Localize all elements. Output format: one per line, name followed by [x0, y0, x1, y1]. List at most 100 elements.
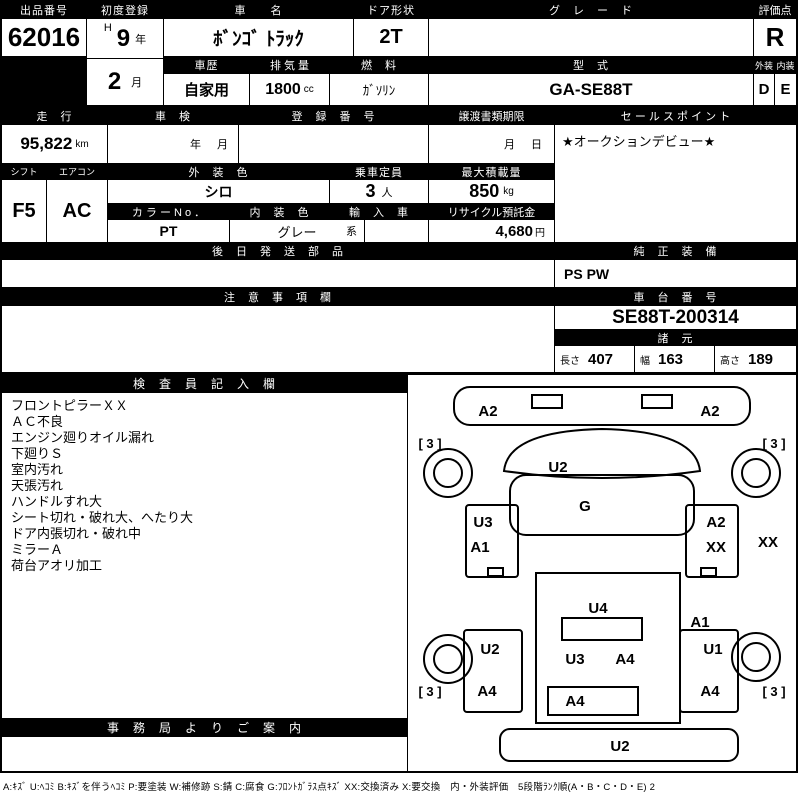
score-header: 評価点	[754, 2, 796, 18]
car-name-header: 車 名	[164, 2, 353, 18]
damage-marker: G	[579, 498, 591, 515]
interior-color-suffix: 系	[346, 226, 357, 238]
capacity-value-cell: 3 人	[330, 180, 428, 203]
shift-header: シフト	[2, 164, 46, 179]
score-value: R	[754, 19, 796, 56]
rear-left-rim	[433, 644, 463, 674]
registration-no-value	[239, 125, 428, 163]
width-label: 幅	[640, 355, 650, 367]
year-unit-label: 年	[135, 33, 147, 46]
damage-marker: A2	[478, 403, 497, 420]
first-reg-header: 初度登録	[87, 2, 163, 18]
model-code-header: 型 式	[429, 57, 753, 73]
height-value: 189	[748, 350, 774, 368]
left-door-handle	[487, 567, 504, 577]
right-side-panel	[679, 629, 739, 713]
caution-notes-value	[2, 306, 554, 372]
front-left-rim	[433, 458, 463, 488]
inspector-notes-value: フロントピラーＸＸ ＡＣ不良 エンジン廻りオイル漏れ 下廻りＳ 室内汚れ 天張汚…	[2, 393, 407, 718]
auction-no-value: 62016	[2, 19, 86, 56]
dimension-length-cell: 長さ 407	[555, 346, 634, 372]
door-shape-header: ドア形状	[354, 2, 428, 18]
fuel-header: 燃 料	[330, 57, 428, 73]
inspection-value-cell: 年 月	[108, 125, 238, 163]
genuine-equipment-header: 純 正 装 備	[555, 243, 796, 259]
damage-marker: U2	[548, 459, 567, 476]
auction-sheet-form: 出品番号 62016 初度登録 H 9 年 2 月 車 名 ﾎﾞﾝｺﾞ ﾄﾗｯｸ…	[0, 0, 798, 773]
damage-marker: U3	[473, 514, 492, 531]
front-right-wheel	[731, 448, 781, 498]
first-reg-month-value: 2	[107, 68, 122, 95]
length-value: 407	[588, 350, 614, 368]
right-door-handle	[700, 567, 717, 577]
front-detail-left	[531, 394, 563, 409]
import-header: 輸 入 車	[330, 204, 428, 219]
dimensions-header: 諸 元	[555, 330, 796, 345]
import-value	[365, 220, 428, 242]
damage-marker: [ 3 ]	[762, 436, 785, 451]
grade-value	[429, 19, 753, 56]
sales-point-value: ★オークションデビュー★	[555, 125, 796, 242]
transfer-deadline-value-cell: 月 日	[429, 125, 554, 163]
damage-marker: U4	[588, 600, 608, 617]
grade-header: グ レ ー ド	[429, 2, 753, 18]
history-value: 自家用	[164, 74, 249, 105]
history-header: 車歴	[164, 57, 249, 73]
rear-right-rim	[741, 642, 771, 672]
sales-point-header: セ ー ル ス ポ イ ン ト	[555, 108, 796, 124]
front-bumper	[453, 386, 751, 426]
later-parts-value	[2, 260, 554, 287]
exterior-score-value: D	[754, 74, 774, 105]
damage-marker: U3	[565, 651, 584, 668]
auction-no-header: 出品番号	[2, 2, 86, 18]
mileage-value-cell: 95,822 km	[2, 125, 107, 163]
dimension-height-cell: 高さ 189	[715, 346, 796, 372]
capacity-value: 3	[365, 181, 376, 201]
chassis-no-value: SE88T-200314	[555, 306, 796, 329]
bed-detail-top	[561, 617, 643, 641]
max-load-value-cell: 850 kg	[429, 180, 554, 203]
interior-score-value: E	[775, 74, 796, 105]
damage-marker: XX	[706, 539, 726, 556]
damage-marker: A4	[700, 683, 720, 700]
first-reg-year-value: 9	[116, 24, 131, 52]
damage-marker: [ 3 ]	[418, 436, 441, 451]
damage-marker: [ 3 ]	[418, 684, 441, 699]
office-info-value	[2, 737, 407, 771]
mileage-header: 走 行	[2, 108, 107, 124]
damage-marker: A2	[700, 403, 719, 420]
damage-marker: U2	[610, 738, 629, 755]
interior-header: 内装	[775, 57, 796, 73]
exterior-header: 外装	[754, 57, 774, 73]
front-detail-right	[641, 394, 673, 409]
color-no-value: PT	[108, 220, 229, 242]
length-label: 長さ	[560, 355, 580, 367]
interior-color-value: グレー	[277, 224, 317, 240]
displacement-unit: cc	[303, 84, 314, 95]
damage-marker: A4	[565, 693, 585, 710]
damage-marker: [ 3 ]	[762, 684, 785, 699]
exterior-color-header: 外 装 色	[108, 164, 329, 179]
shift-value: F5	[2, 180, 46, 242]
recycle-deposit-unit: 円	[535, 227, 545, 239]
door-shape-value: 2T	[354, 19, 428, 56]
height-label: 高さ	[720, 355, 740, 367]
rear-left-wheel	[423, 634, 473, 684]
legend-text: A:ｷｽﾞ U:ﾍｺﾐ B:ｷｽﾞを伴うﾍｺﾐ P:要塗装 W:補修跡 S:錆 …	[3, 782, 656, 793]
chassis-no-header: 車 台 番 号	[555, 289, 796, 305]
rear-bumper	[499, 728, 739, 762]
max-load-header: 最大積載量	[429, 164, 554, 179]
transfer-day-label: 日	[531, 139, 542, 151]
inspection-header: 車 検	[108, 108, 238, 124]
displacement-value: 1800	[265, 80, 301, 98]
fuel-value: ｶﾞｿﾘﾝ	[330, 74, 428, 105]
black-box	[2, 57, 86, 105]
width-value: 163	[658, 350, 684, 368]
month-unit-label: 月	[131, 77, 143, 89]
recycle-deposit-value: 4,680	[495, 222, 533, 240]
inspector-notes-header: 検 査 員 記 入 欄	[2, 375, 407, 392]
registration-no-header: 登 録 番 号	[239, 108, 428, 124]
